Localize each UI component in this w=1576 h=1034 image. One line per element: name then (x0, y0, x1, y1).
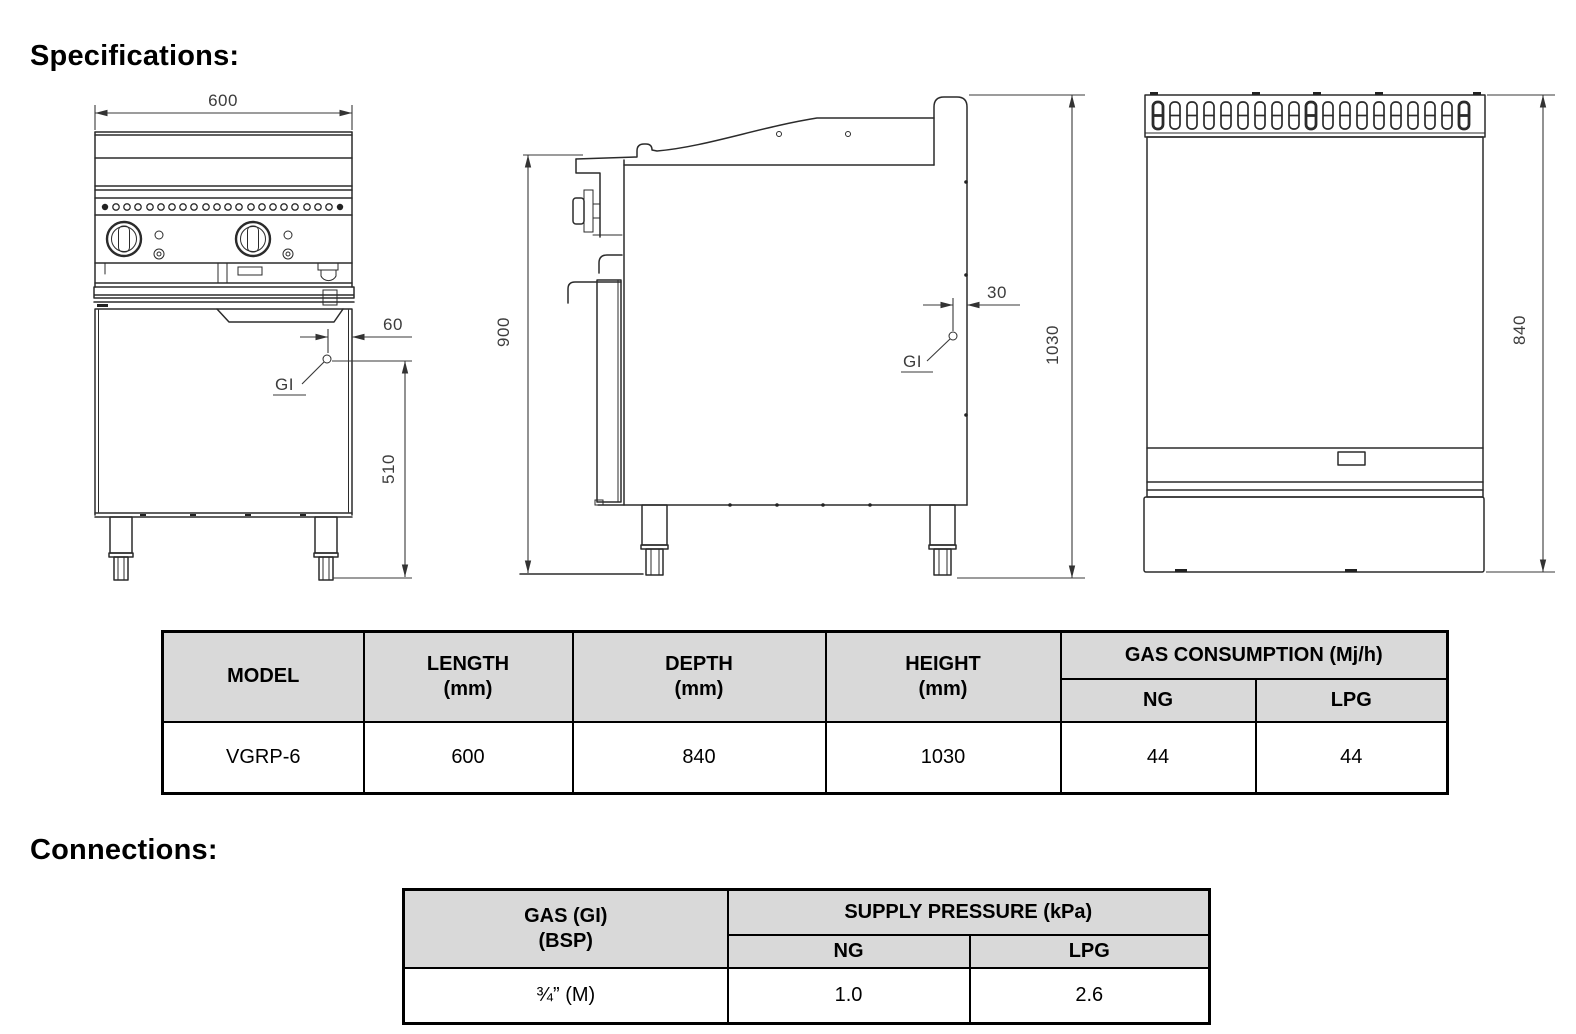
specifications-heading: Specifications: (30, 40, 240, 72)
front-underpanel-band (93, 262, 355, 307)
connections-table: GAS (GI) (BSP) SUPPLY PRESSURE (kPa) NG … (402, 888, 1211, 1025)
top-body (1143, 136, 1485, 573)
top-view-drawing: 840 (1143, 92, 1555, 573)
front-gas-inlet-label: GI (275, 375, 294, 394)
side-gas-offset-dimension: 30 (923, 283, 1020, 331)
side-work-height-dimension: 900 (494, 154, 644, 575)
conn-header-gas-line2: (BSP) (538, 929, 593, 952)
spec-header-depth-label: DEPTH (665, 652, 733, 675)
spec-header-ng: NG (1059, 677, 1257, 723)
spec-header-gas-consumption: GAS CONSUMPTION (Mj/h) (1059, 630, 1449, 680)
front-width-label: 600 (208, 91, 238, 110)
top-vent-slots (1151, 100, 1471, 131)
side-overall-height-label: 1030 (1043, 325, 1062, 365)
side-legs (640, 504, 957, 576)
spec-cell-depth: 840 (571, 720, 827, 795)
spec-cell-model: VGRP-6 (161, 720, 365, 795)
connections-heading: Connections: (30, 834, 218, 866)
control-knob-left (105, 220, 143, 258)
spec-cell-length: 600 (362, 720, 574, 795)
conn-header-gas: GAS (GI) (BSP) (402, 888, 729, 969)
conn-header-gas-line1: GAS (GI) (524, 904, 608, 927)
side-body-profile (567, 96, 968, 507)
conn-header-supply-pressure: SUPPLY PRESSURE (kPa) (726, 888, 1211, 936)
front-gas-height-dimension: 510 (332, 360, 412, 579)
front-legs (108, 516, 339, 581)
side-gas-inlet-label: GI (903, 352, 922, 371)
side-view-drawing: 900 30 (494, 94, 1085, 579)
front-view-drawing: 600 (93, 91, 412, 581)
conn-cell-ng: 1.0 (726, 966, 971, 1025)
side-gas-offset-label: 30 (987, 283, 1007, 302)
spec-header-length: LENGTH (mm) (362, 630, 574, 723)
spec-header-length-label: LENGTH (426, 652, 510, 675)
top-depth-dimension: 840 (1486, 94, 1555, 573)
front-vent-holes (101, 203, 344, 211)
connections-table-row: ¾” (M) 1.0 2.6 (402, 966, 1211, 1025)
spec-header-depth: DEPTH (mm) (571, 630, 827, 723)
top-vent-band (1144, 92, 1486, 138)
control-knob-right (234, 220, 272, 258)
spec-table-row: VGRP-6 600 840 1030 44 44 (161, 720, 1449, 795)
front-gas-inlet-callout: GI (273, 354, 332, 396)
pilot-indicators-right (282, 230, 294, 260)
spec-header-depth-unit: (mm) (674, 677, 724, 700)
conn-cell-lpg: 2.6 (968, 966, 1211, 1025)
spec-header-length-unit: (mm) (443, 677, 493, 700)
front-gas-height-label: 510 (379, 454, 398, 484)
conn-cell-size: ¾” (M) (402, 966, 729, 1025)
front-width-dimension: 600 (94, 91, 353, 130)
front-gas-offset-dimension: 60 (300, 315, 412, 353)
pilot-indicators-left (153, 230, 165, 260)
spec-header-height-label: HEIGHT (905, 652, 981, 675)
spec-table: MODEL LENGTH (mm) DEPTH (mm) HEIGHT (mm)… (161, 630, 1449, 795)
spec-header-height: HEIGHT (mm) (824, 630, 1062, 723)
spec-header-lpg: LPG (1254, 677, 1449, 723)
front-gas-offset-label: 60 (383, 315, 403, 334)
spec-cell-lpg: 44 (1254, 720, 1449, 795)
spec-cell-height: 1030 (824, 720, 1062, 795)
spec-cell-ng: 44 (1059, 720, 1257, 795)
front-cabinet (94, 308, 353, 518)
top-depth-label: 840 (1510, 315, 1529, 345)
conn-header-lpg: LPG (968, 933, 1211, 969)
spec-header-height-unit: (mm) (918, 677, 968, 700)
side-work-height-label: 900 (494, 317, 513, 347)
front-body-top (94, 131, 353, 288)
spec-header-model: MODEL (161, 630, 365, 723)
conn-header-ng: NG (726, 933, 971, 969)
side-gas-inlet-callout: GI (901, 331, 958, 373)
side-overall-height-dimension: 1030 (957, 94, 1085, 579)
